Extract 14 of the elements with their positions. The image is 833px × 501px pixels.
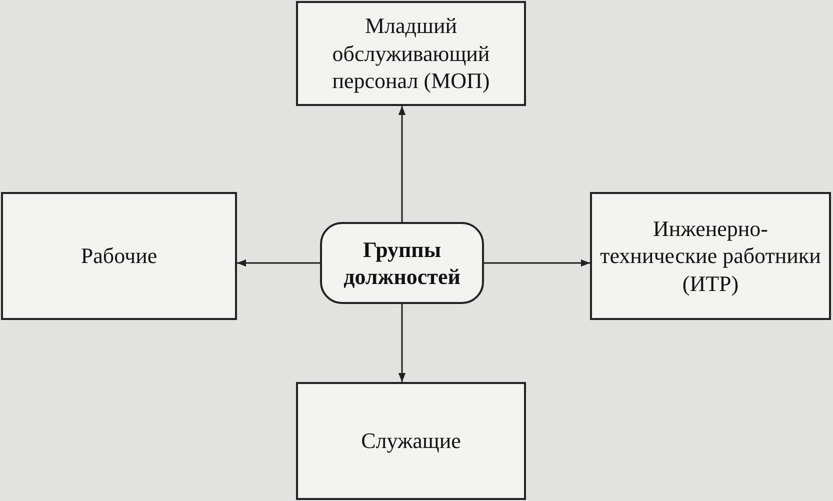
arrow	[398, 304, 406, 382]
rounded-box	[320, 222, 484, 304]
box	[296, 382, 526, 500]
node-label: Служащие	[360, 427, 462, 456]
arrow	[398, 106, 406, 222]
box	[296, 1, 526, 106]
node-label: Группы должностей	[342, 236, 462, 291]
box	[590, 192, 831, 320]
node-label: Младший обслуживающий персонал (МОП)	[331, 12, 491, 96]
node-label: Рабочие	[80, 242, 158, 270]
arrow	[237, 259, 320, 267]
node-label: Инженерно-технические работники (ИТР)	[599, 214, 822, 298]
box	[1, 192, 237, 320]
arrow	[484, 259, 590, 267]
